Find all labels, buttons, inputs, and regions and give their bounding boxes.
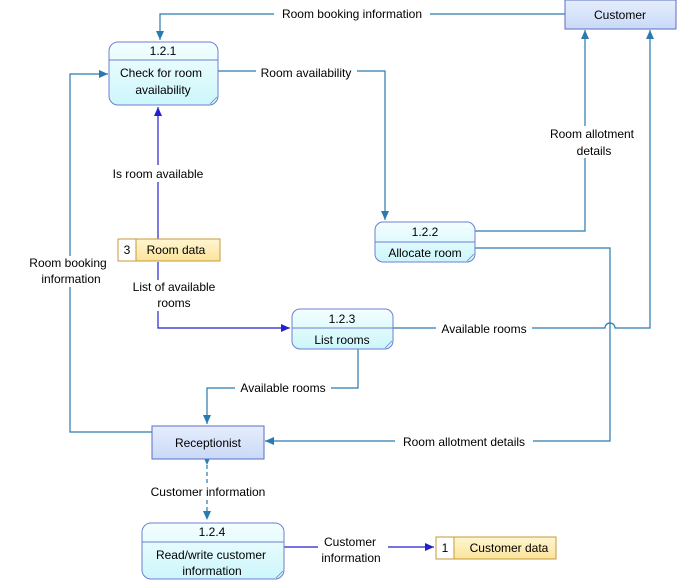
flow-room-availability xyxy=(218,70,389,220)
label-customer-information-vertical: Customer information xyxy=(151,485,266,499)
label-room-booking-information-top: Room booking information xyxy=(282,7,422,21)
process-1-2-1-name-line2: availability xyxy=(135,83,190,97)
flow-room-booking-information-left xyxy=(69,70,152,433)
process-1-2-3-number: 1.2.3 xyxy=(329,312,356,326)
process-1-2-4-name-line2: information xyxy=(182,564,241,578)
datastore-customer-data-name: Customer data xyxy=(470,541,549,555)
entity-receptionist-label: Receptionist xyxy=(175,436,242,450)
datastore-room-data[interactable]: 3 Room data xyxy=(117,238,221,262)
label-customer-information-line2: information xyxy=(321,551,380,565)
label-customer-information-line1: Customer xyxy=(324,535,376,549)
flow-room-allotment-details-customer xyxy=(474,30,589,232)
label-room-allotment-bottom: Room allotment details xyxy=(403,435,525,449)
process-1-2-1[interactable]: 1.2.1 Check for room availability xyxy=(108,41,219,106)
datastore-customer-data-id: 1 xyxy=(442,541,449,555)
label-room-allotment-line1: Room allotment xyxy=(550,127,635,141)
label-room-booking-left-line2: information xyxy=(41,272,100,286)
process-1-2-3[interactable]: 1.2.3 List rooms xyxy=(291,308,394,350)
process-1-2-1-name-line1: Check for room xyxy=(120,66,202,80)
process-1-2-4-name-line1: Read/write customer xyxy=(156,548,266,562)
process-1-2-1-number: 1.2.1 xyxy=(150,44,177,58)
process-1-2-4[interactable]: 1.2.4 Read/write customer information xyxy=(141,522,285,580)
flow-available-rooms-customer xyxy=(393,30,654,329)
process-1-2-3-name: List rooms xyxy=(314,333,369,347)
label-room-booking-left-line1: Room booking xyxy=(29,256,106,270)
label-room-allotment-line2: details xyxy=(577,144,612,158)
datastore-customer-data[interactable]: 1 Customer data xyxy=(435,536,557,560)
process-1-2-4-number: 1.2.4 xyxy=(199,525,226,539)
datastore-room-data-name: Room data xyxy=(147,243,206,257)
label-available-rooms-right: Available rooms xyxy=(441,322,526,336)
entity-receptionist[interactable]: Receptionist xyxy=(151,425,265,460)
label-list-available-line2: rooms xyxy=(157,296,190,310)
label-room-availability: Room availability xyxy=(261,66,352,80)
process-1-2-2-name: Allocate room xyxy=(388,246,461,260)
process-1-2-2[interactable]: 1.2.2 Allocate room xyxy=(374,221,476,263)
process-1-2-2-number: 1.2.2 xyxy=(412,225,439,239)
datastore-room-data-id: 3 xyxy=(124,243,131,257)
label-available-rooms-left: Available rooms xyxy=(240,381,325,395)
entity-customer[interactable]: Customer xyxy=(564,0,677,30)
label-is-room-available: Is room available xyxy=(113,167,204,181)
entity-customer-label: Customer xyxy=(594,8,646,22)
label-list-available-line1: List of available xyxy=(133,280,216,294)
